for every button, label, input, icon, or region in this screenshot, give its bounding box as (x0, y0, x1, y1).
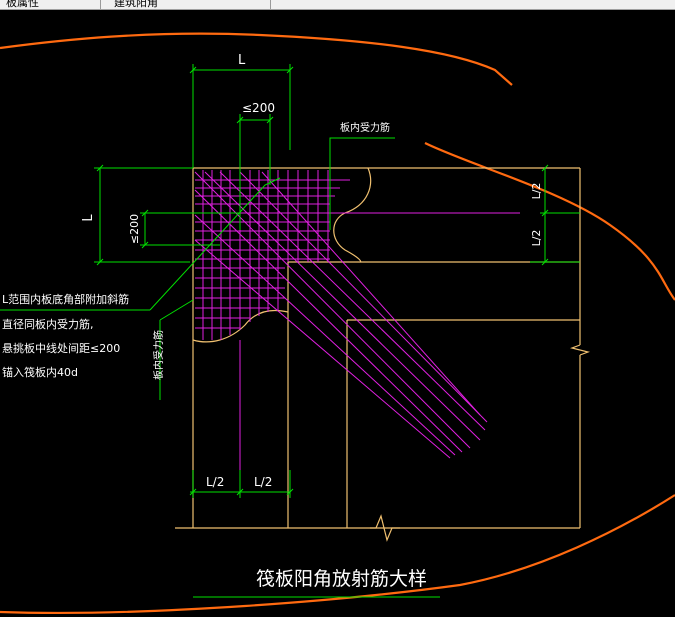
dim-label-L-top: L (238, 53, 246, 68)
dim-label-L-left: L (81, 214, 96, 222)
tab-slab-properties[interactable]: 板属性 (0, 0, 101, 9)
dim-label-le200-left: ≤200 (128, 214, 141, 244)
boundary-curve-right (424, 142, 675, 301)
slab-outline (175, 167, 591, 542)
boundary-curves (0, 32, 675, 614)
note-line-4: 锚入筏板内40d (2, 365, 78, 379)
drawing-title: 筏板阳角放射筋大样 (256, 568, 427, 590)
label-slab-rebar-side: 板内受力筋 (152, 330, 165, 380)
dim-label-half-bottom-2: L/2 (254, 475, 272, 489)
label-slab-rebar-top: 板内受力筋 (340, 121, 390, 134)
boundary-curve-bottom (0, 494, 675, 614)
window-tab-bar: 板属性 建筑阳角 (0, 0, 675, 10)
note-line-2: 直径同板内受力筋, (2, 317, 94, 331)
drawing-labels: L ≤200 L ≤200 板内受力筋 板内受力筋 L/2 L/2 L/2 L/… (2, 53, 543, 590)
dim-label-half-right-1: L/2 (530, 183, 543, 200)
dim-label-half-right-2: L/2 (530, 230, 543, 247)
boundary-curve-top (0, 32, 513, 86)
rebar-grid (194, 170, 520, 470)
dim-label-le200-top: ≤200 (242, 101, 275, 115)
note-line-3: 悬挑板中线处间距≤200 (2, 341, 120, 355)
note-line-1: L范围内板底角部附加斜筋 (2, 292, 129, 306)
dimension-lines (0, 64, 580, 598)
dim-label-half-bottom-1: L/2 (206, 475, 224, 489)
tab-building-corner[interactable]: 建筑阳角 (108, 0, 271, 9)
